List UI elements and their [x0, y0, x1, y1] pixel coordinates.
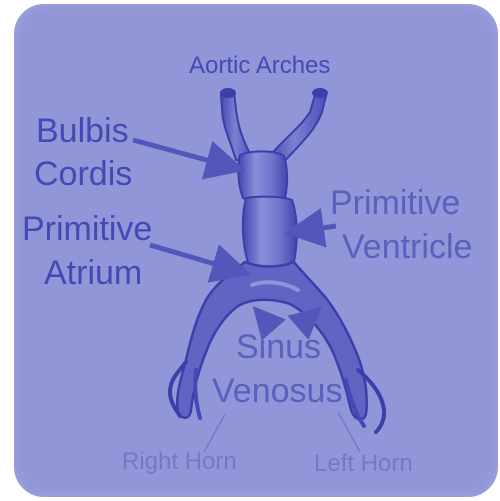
- primitive-atrium-arrow: [150, 245, 242, 272]
- bulbis-cordis-arrow: [133, 140, 236, 168]
- right-horn-leader: [204, 414, 225, 452]
- bulbis-cordis-label-line2: Cordis: [34, 157, 132, 191]
- primitive-ventricle-label-line1: Primitive: [330, 186, 460, 220]
- aortic-arch-left-tip: [220, 88, 236, 98]
- right-horn-label: Right Horn: [122, 450, 237, 474]
- primitive-ventricle-shape: [243, 197, 297, 267]
- primitive-ventricle-label-line2: Ventricle: [342, 230, 472, 264]
- sinus-venosus-label-line2: Venosus: [212, 374, 342, 408]
- left-horn-label: Left Horn: [314, 452, 413, 476]
- aortic-arches-label: Aortic Arches: [189, 54, 330, 78]
- primitive-ventricle-arrow: [294, 226, 336, 232]
- primitive-atrium-label-line2: Atrium: [44, 256, 142, 290]
- sinus-venosus-arrow-left: [258, 312, 272, 328]
- aortic-arch-left: [221, 89, 252, 160]
- primitive-atrium-label-line1: Primitive: [22, 212, 152, 246]
- bulbis-cordis-shape: [238, 151, 287, 201]
- aortic-arch-right-tip: [312, 88, 328, 98]
- sinus-venosus-label-line1: Sinus: [236, 330, 321, 364]
- bulbis-cordis-label-line1: Bulbis: [36, 114, 129, 148]
